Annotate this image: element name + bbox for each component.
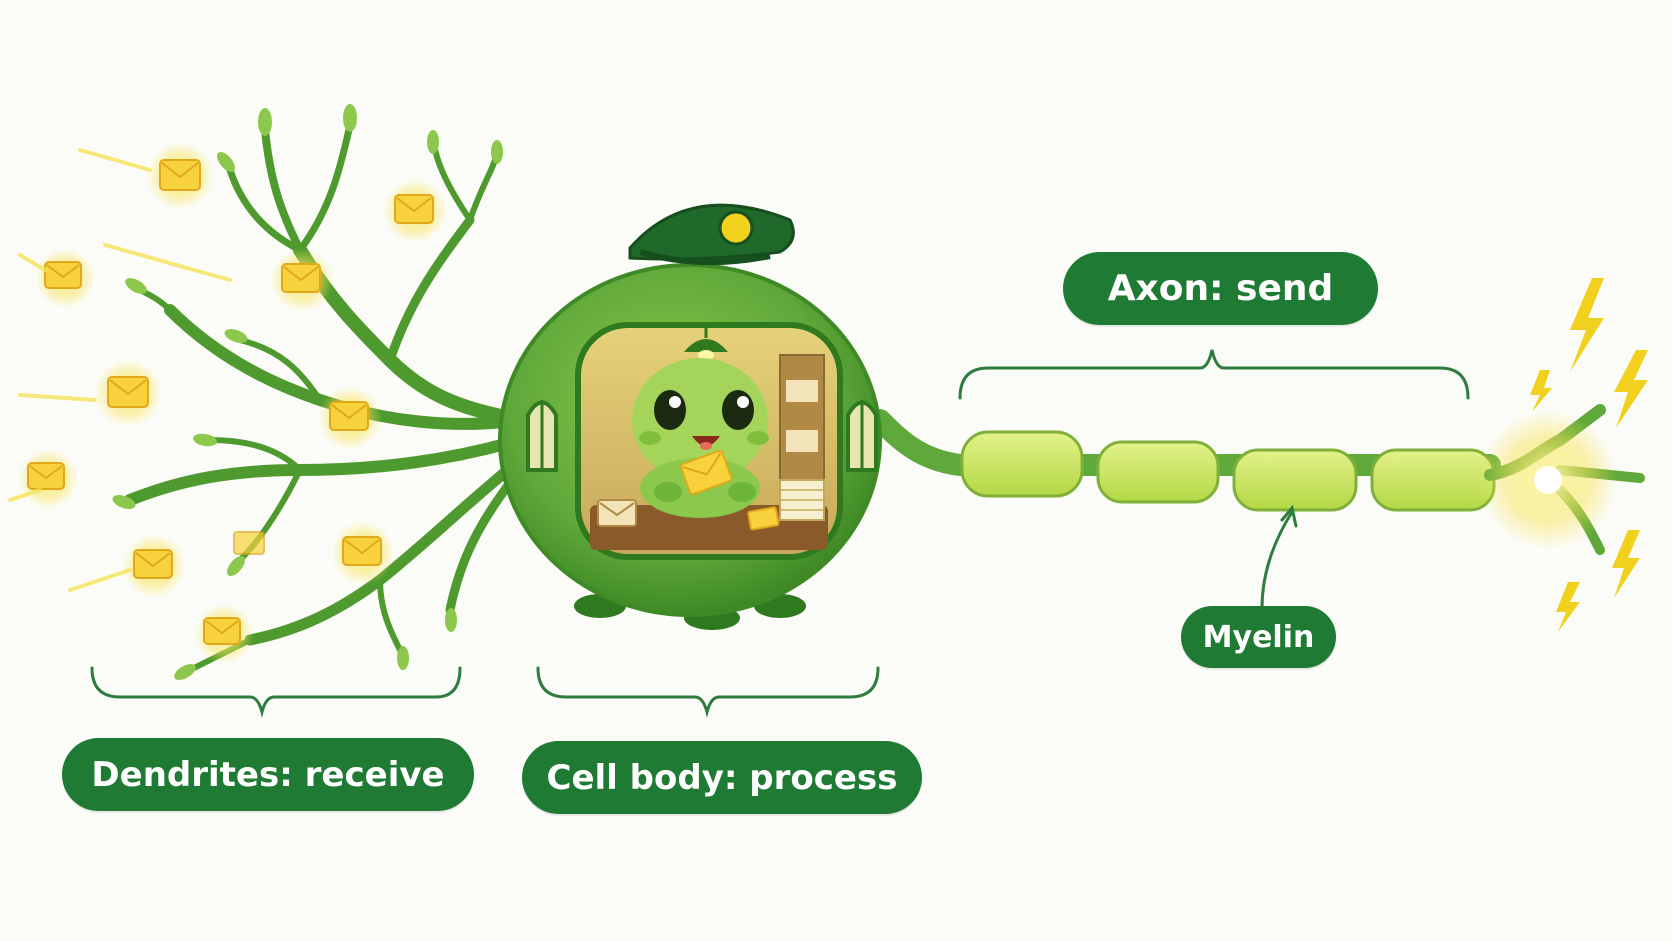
lightning-bolt-icon xyxy=(1614,350,1648,428)
brackets xyxy=(90,349,1470,718)
axon-label: Axon: send xyxy=(1063,252,1378,325)
envelope-icon xyxy=(146,142,214,210)
envelope-icon xyxy=(331,521,395,585)
dendrite-leaves xyxy=(112,104,503,680)
envelope-icon xyxy=(233,531,265,555)
lightning-bolt-icon xyxy=(1570,278,1604,372)
myelin-pointer xyxy=(1260,510,1294,610)
envelope-icon xyxy=(122,534,186,598)
lamp-icon xyxy=(684,328,728,360)
envelope-icon xyxy=(94,359,162,427)
envelope-icon xyxy=(383,179,447,243)
window-icon xyxy=(526,400,558,472)
cap-icon xyxy=(628,203,795,266)
envelope-icon xyxy=(270,248,334,312)
envelope-icon xyxy=(35,248,95,308)
envelope-icon xyxy=(597,499,637,527)
dendrites-label: Dendrites: receive xyxy=(62,738,474,811)
envelope-icon xyxy=(318,386,382,450)
lightning-bolt-icon xyxy=(1530,370,1552,412)
bracket-dendrites xyxy=(90,666,462,718)
envelope-icon xyxy=(747,506,780,531)
envelope-icon xyxy=(679,449,733,496)
myelin-segments xyxy=(960,430,1496,512)
window-icon xyxy=(846,400,878,472)
lightning-bolt-icon xyxy=(1556,582,1580,632)
cell-body-label: Cell body: process xyxy=(522,741,922,814)
envelope-icons xyxy=(18,142,447,664)
axon-terminal xyxy=(1478,404,1645,555)
envelope-icon xyxy=(18,449,78,509)
bracket-axon xyxy=(958,349,1470,400)
bracket-cellbody xyxy=(536,666,880,718)
motion-streaks xyxy=(8,148,232,592)
cell-body xyxy=(498,203,882,630)
lightning-bolt-icon xyxy=(1612,530,1640,598)
envelope-icon xyxy=(194,604,254,664)
axon-stem xyxy=(869,409,1501,476)
lightning-bolt-icons xyxy=(1530,278,1648,632)
myelin-label: Myelin xyxy=(1181,606,1336,668)
